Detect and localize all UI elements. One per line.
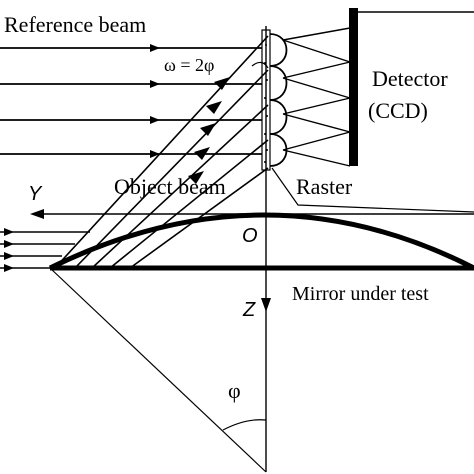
reference-beam-rays xyxy=(0,44,262,158)
incoming-ray-arrows xyxy=(4,228,14,272)
origin-label: O xyxy=(242,225,258,247)
reference-beam-label: Reference beam xyxy=(4,12,146,37)
detector-plate xyxy=(349,8,358,166)
incoming-rays xyxy=(0,231,90,269)
angle-relation-label: ω = 2φ xyxy=(164,55,214,75)
detector-rays xyxy=(282,11,474,167)
reference-ray-arrows xyxy=(150,44,160,158)
z-axis-label: Z xyxy=(242,299,256,321)
y-axis-label: Y xyxy=(28,183,43,205)
object-beam-arrows xyxy=(188,77,230,184)
object-beam-label: Object beam xyxy=(114,174,226,199)
z-axis-arrow-icon xyxy=(261,298,271,312)
object-beam-rays xyxy=(54,35,269,269)
raster-leader xyxy=(271,167,474,213)
raster-label: Raster xyxy=(296,174,353,199)
mirror-under-test xyxy=(48,212,474,271)
phi-angle-arc xyxy=(222,419,267,431)
mirror-label: Mirror under test xyxy=(292,283,429,305)
phi-label: φ xyxy=(228,378,241,403)
omega-angle-arc xyxy=(251,61,269,69)
y-axis-arrow-icon xyxy=(30,209,44,219)
curvature-radius-lines xyxy=(49,267,267,473)
detector-ccd-label: (CCD) xyxy=(368,98,428,123)
detector-label: Detector xyxy=(372,66,448,91)
